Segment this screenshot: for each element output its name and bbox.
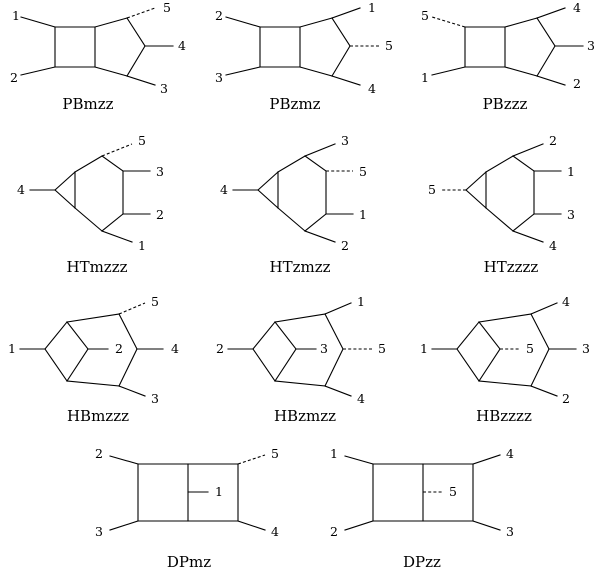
leg-label: 3: [215, 70, 223, 85]
leg-label: 5: [385, 38, 393, 53]
leg-label: 1: [215, 484, 223, 499]
leg-label: 2: [341, 238, 349, 253]
leg-label: 1: [330, 446, 338, 461]
leg-label: 1: [8, 341, 16, 356]
leg-label: 1: [357, 294, 365, 309]
leg-label: 3: [160, 81, 168, 96]
leg-label: 2: [215, 8, 223, 23]
leg-label: 4: [171, 341, 179, 356]
leg-label: 1: [359, 207, 367, 222]
diagram-hbmzzz: 1 2 3 4 5 HBmzzz: [8, 294, 179, 425]
leg-label: 4: [506, 446, 514, 461]
diagram-htzmzz: 1 2 3 4 5 HTzmzz: [220, 133, 367, 276]
leg-label: 2: [330, 524, 338, 539]
leg-label: 5: [151, 294, 159, 309]
diagram-pbzmz: 1 2 3 4 5 PBzmz: [215, 0, 393, 113]
leg-label: 1: [368, 0, 376, 15]
leg-label: 2: [10, 70, 18, 85]
leg-label: 5: [449, 484, 457, 499]
leg-label: 3: [341, 133, 349, 148]
diagram-caption: PBzmz: [269, 95, 320, 113]
leg-label: 5: [526, 341, 534, 356]
leg-label: 3: [567, 207, 575, 222]
diagram-htzzzz: 1 2 3 4 5 HTzzzz: [428, 133, 575, 276]
leg-label: 4: [17, 182, 25, 197]
leg-label: 1: [12, 8, 20, 23]
leg-label: 2: [115, 341, 123, 356]
diagram-caption: HBmzzz: [67, 407, 129, 425]
diagram-hbzmzz: 1 2 3 4 5 HBzmzz: [216, 294, 386, 425]
leg-label: 4: [573, 0, 581, 15]
leg-label: 4: [368, 81, 376, 96]
diagram-caption: HBzzzz: [476, 407, 532, 425]
leg-label: 3: [587, 38, 594, 53]
leg-label: 5: [428, 182, 436, 197]
leg-label: 3: [151, 391, 159, 406]
leg-label: 4: [357, 391, 365, 406]
leg-label: 2: [562, 391, 570, 406]
leg-label: 2: [549, 133, 557, 148]
leg-label: 4: [178, 38, 186, 53]
diagram-caption: DPzz: [403, 553, 441, 571]
leg-label: 5: [359, 164, 367, 179]
leg-label: 5: [138, 133, 146, 148]
leg-label: 2: [573, 76, 581, 91]
leg-label: 2: [216, 341, 224, 356]
leg-label: 3: [156, 164, 164, 179]
leg-label: 3: [320, 341, 328, 356]
leg-label: 3: [506, 524, 514, 539]
leg-label: 4: [549, 238, 557, 253]
leg-label: 1: [420, 341, 428, 356]
leg-label: 1: [138, 238, 146, 253]
leg-label: 2: [156, 207, 164, 222]
leg-label: 5: [271, 446, 279, 461]
leg-label: 5: [378, 341, 386, 356]
leg-label: 5: [163, 0, 171, 15]
leg-label: 4: [220, 182, 228, 197]
leg-label: 1: [567, 164, 575, 179]
diagram-caption: HTzzzz: [484, 258, 539, 276]
diagram-caption: HTzmzz: [269, 258, 330, 276]
diagram-caption: PBzzz: [483, 95, 528, 113]
diagram-pbzzz: 1 2 3 4 5 PBzzz: [421, 0, 594, 113]
leg-label: 5: [421, 8, 429, 23]
diagram-hbzzzz: 1 2 3 4 5 HBzzzz: [420, 294, 590, 425]
leg-label: 3: [95, 524, 103, 539]
leg-label: 4: [562, 294, 570, 309]
leg-label: 4: [271, 524, 279, 539]
diagram-caption: HBzmzz: [274, 407, 336, 425]
diagram-caption: DPmz: [167, 553, 211, 571]
leg-label: 3: [582, 341, 590, 356]
diagram-pbmzz: 1 2 3 4 5 PBmzz: [10, 0, 186, 113]
leg-label: 1: [421, 70, 429, 85]
diagram-caption: PBmzz: [62, 95, 113, 113]
diagram-caption: HTmzzz: [66, 258, 127, 276]
diagram-dpzz: 1 2 3 4 5 DPzz: [330, 446, 514, 571]
leg-label: 2: [95, 446, 103, 461]
diagram-htmzzz: 1 2 3 4 5 HTmzzz: [17, 133, 164, 276]
diagram-dpmz: 1 2 3 4 5 DPmz: [95, 446, 279, 571]
